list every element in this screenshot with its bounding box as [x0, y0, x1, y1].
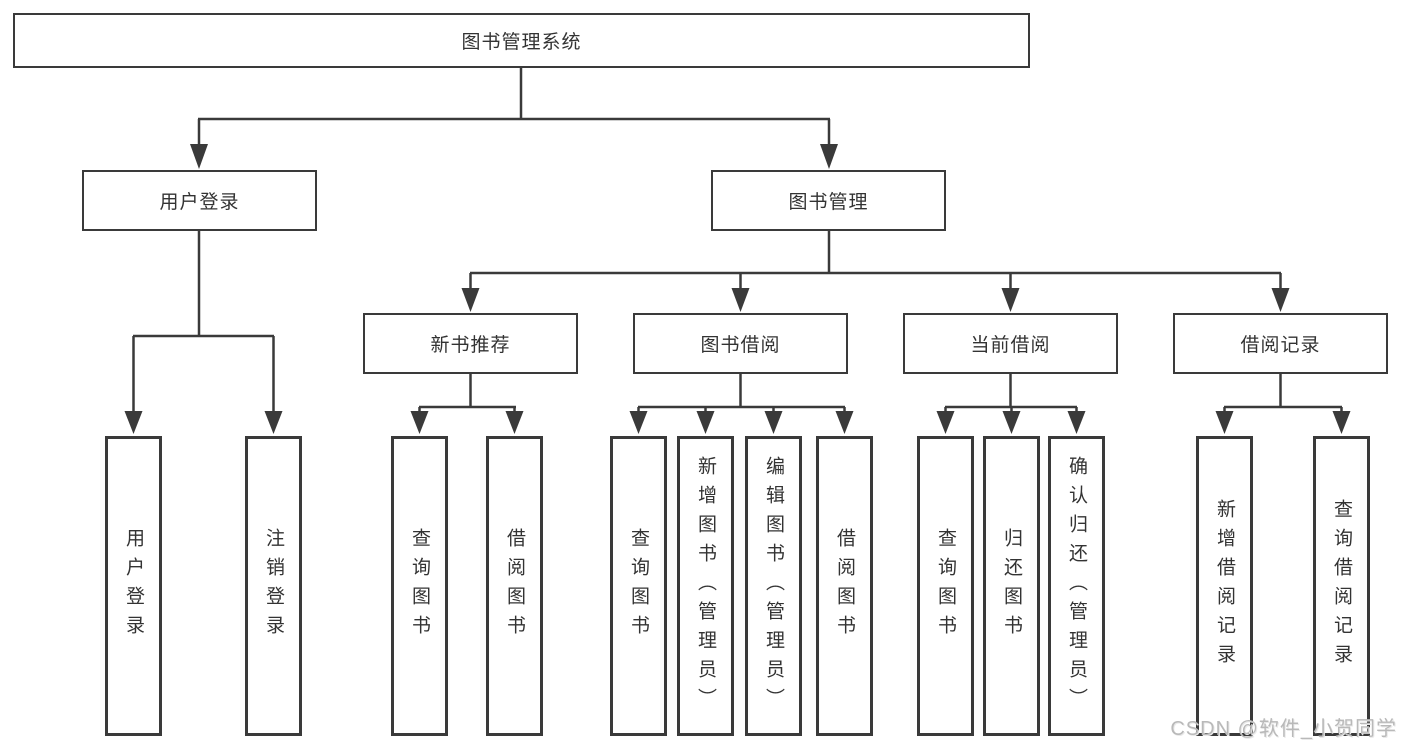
leaf-query-books-2-label: 查询图书 [628, 528, 649, 644]
node-book-borrowing: 图书借阅 [633, 313, 848, 374]
csdn-watermark: CSDN @软件_小贺同学 [1170, 718, 1397, 740]
leaf-confirm-return-admin: 确认归还（管理员） [1048, 436, 1105, 736]
leaf-add-book-admin: 新增图书（管理员） [677, 436, 734, 736]
leaf-query-borrow-record-label: 查询借阅记录 [1331, 499, 1352, 673]
leaf-logout-label: 注销登录 [263, 528, 284, 644]
leaf-logout: 注销登录 [245, 436, 302, 736]
leaf-query-books-1-label: 查询图书 [409, 528, 430, 644]
leaf-user-login: 用户登录 [105, 436, 162, 736]
leaf-add-borrow-record: 新增借阅记录 [1196, 436, 1253, 736]
leaf-query-books-3: 查询图书 [917, 436, 974, 736]
leaf-edit-book-admin: 编辑图书（管理员） [745, 436, 802, 736]
node-current-borrowing: 当前借阅 [903, 313, 1118, 374]
root-node-library-system: 图书管理系统 [13, 13, 1030, 68]
leaf-query-books-2: 查询图书 [610, 436, 667, 736]
node-book-management-label: 图书管理 [788, 192, 869, 213]
leaf-query-books-1: 查询图书 [391, 436, 448, 736]
leaf-borrow-books-2: 借阅图书 [816, 436, 873, 736]
leaf-add-book-admin-label: 新增图书（管理员） [695, 455, 716, 717]
root-node-label: 图书管理系统 [461, 32, 582, 53]
leaf-borrow-books-1-label: 借阅图书 [504, 528, 525, 644]
node-borrowing-records-label: 借阅记录 [1240, 335, 1321, 356]
node-book-management: 图书管理 [711, 170, 946, 231]
node-borrowing-records: 借阅记录 [1173, 313, 1388, 374]
leaf-add-borrow-record-label: 新增借阅记录 [1214, 499, 1235, 673]
leaf-return-books: 归还图书 [983, 436, 1040, 736]
node-new-book-recommend-label: 新书推荐 [430, 335, 511, 356]
leaf-confirm-return-admin-label: 确认归还（管理员） [1066, 455, 1087, 717]
node-current-borrowing-label: 当前借阅 [970, 335, 1051, 356]
leaf-return-books-label: 归还图书 [1001, 528, 1022, 644]
leaf-edit-book-admin-label: 编辑图书（管理员） [763, 455, 784, 717]
leaf-query-borrow-record: 查询借阅记录 [1313, 436, 1370, 736]
leaf-borrow-books-1: 借阅图书 [486, 436, 543, 736]
node-new-book-recommend: 新书推荐 [363, 313, 578, 374]
node-user-login-label: 用户登录 [159, 192, 240, 213]
leaf-user-login-label: 用户登录 [123, 528, 144, 644]
leaf-query-books-3-label: 查询图书 [935, 528, 956, 644]
leaf-borrow-books-2-label: 借阅图书 [834, 528, 855, 644]
node-book-borrowing-label: 图书借阅 [700, 335, 781, 356]
node-user-login: 用户登录 [82, 170, 317, 231]
